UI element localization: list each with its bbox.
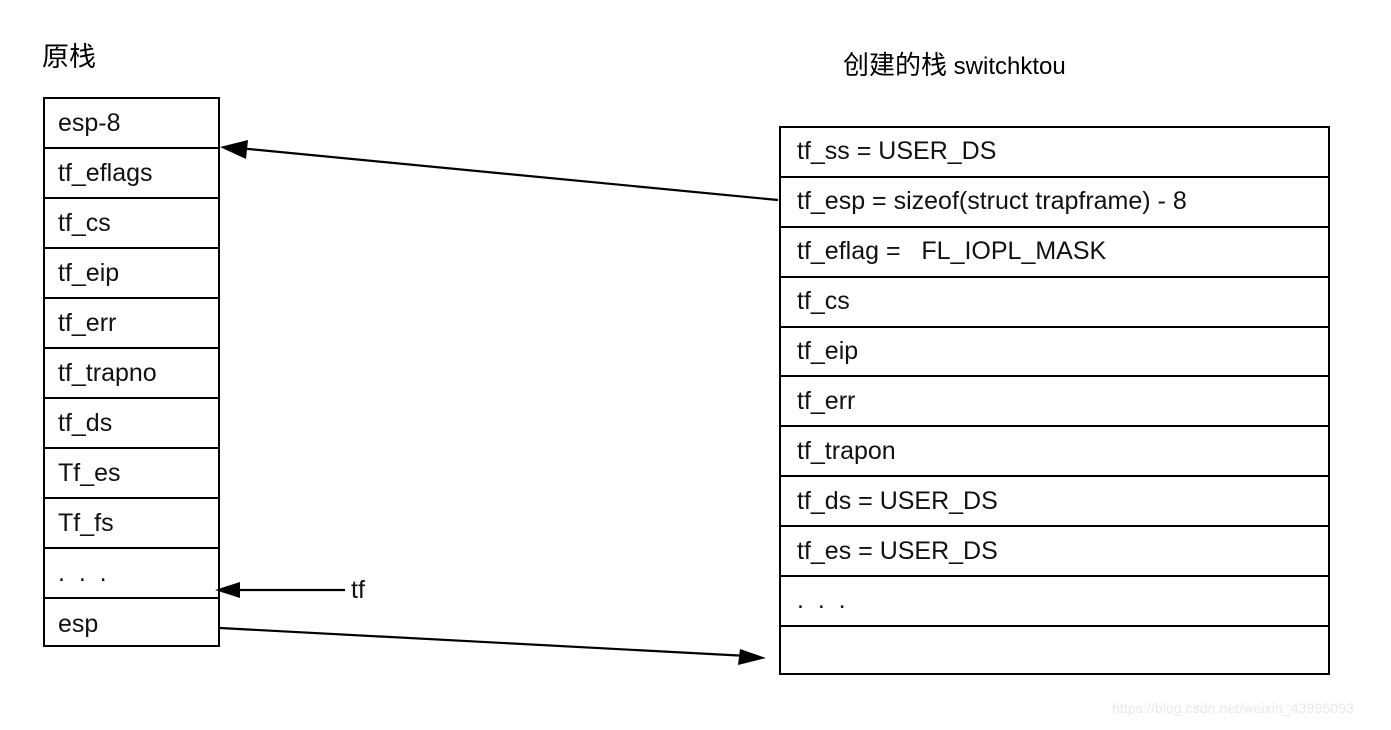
stack-row: tf_cs — [781, 278, 1328, 328]
arrow-esp-to-right-bottom — [219, 626, 766, 665]
stack-row: Tf_es — [45, 449, 218, 499]
stack-cell-label: tf_eip — [58, 258, 120, 287]
stack-cell-label: esp-8 — [58, 108, 121, 137]
stack-row: tf_es = USER_DS — [781, 527, 1328, 578]
stack-row: Tf_fs — [45, 499, 218, 549]
stack-row: tf_err — [781, 377, 1328, 428]
stack-cell-label: tf_trapno — [58, 358, 157, 387]
stack-cell-label: esp — [58, 609, 99, 638]
stack-row: tf_eip — [45, 249, 218, 299]
stack-cell-label: tf_trapon — [797, 436, 896, 465]
right-stack-title-latin: switchktou — [947, 53, 1066, 80]
stack-row: . . . — [781, 577, 1328, 627]
right-stack-table: tf_ss = USER_DS tf_esp = sizeof(struct t… — [779, 126, 1330, 675]
stack-cell-label: tf_cs — [797, 287, 850, 316]
stack-row: tf_eflags — [45, 149, 218, 199]
stack-row: . . . — [45, 549, 218, 599]
stack-cell-label: tf_err — [797, 386, 856, 415]
left-stack-table: esp-8 tf_eflags tf_cs tf_eip tf_err tf_t… — [43, 97, 220, 647]
stack-cell-label: . . . — [58, 558, 107, 587]
stack-cell-label: tf_eflag = FL_IOPL_MASK — [797, 237, 1107, 266]
right-stack-title-cjk: 创建的栈 — [843, 50, 948, 80]
stack-cell-label: Tf_es — [58, 458, 121, 487]
stack-row — [781, 627, 1328, 677]
stack-row: tf_err — [45, 299, 218, 349]
stack-cell-label: . . . — [797, 586, 846, 615]
stack-cell-label: tf_eflags — [58, 158, 153, 187]
stack-cell-label: tf_cs — [58, 208, 111, 237]
stack-row: tf_trapon — [781, 427, 1328, 478]
stack-cell-label: tf_ss = USER_DS — [797, 137, 997, 166]
right-stack-title: 创建的栈 switchktou — [843, 52, 1066, 79]
stack-cell-label: tf_es = USER_DS — [797, 536, 998, 565]
stack-row: tf_cs — [45, 199, 218, 249]
stack-row: tf_trapno — [45, 349, 218, 399]
stack-row: esp — [45, 599, 218, 649]
left-stack-title: 原栈 — [42, 42, 96, 72]
stack-row: tf_esp = sizeof(struct trapframe) - 8 — [781, 178, 1328, 228]
stack-cell-label: tf_esp = sizeof(struct trapframe) - 8 — [797, 187, 1187, 216]
stack-row: tf_eflag = FL_IOPL_MASK — [781, 228, 1328, 278]
stack-row: tf_ds = USER_DS — [781, 477, 1328, 528]
tf-pointer-label: tf — [351, 576, 365, 604]
stack-row: tf_eip — [781, 328, 1328, 378]
stack-cell-label: tf_eip — [797, 337, 859, 365]
stack-row: tf_ds — [45, 399, 218, 449]
stack-cell-label: tf_ds — [58, 408, 113, 437]
stack-row: tf_ss = USER_DS — [781, 128, 1328, 178]
stack-cell-label: Tf_fs — [58, 508, 114, 537]
watermark: https://blog.csdn.net/weixin_43995093 — [1112, 700, 1354, 716]
arrow-tf-pointer — [215, 582, 345, 598]
stack-cell-label: tf_ds = USER_DS — [797, 486, 998, 515]
stack-row: esp-8 — [45, 99, 218, 149]
stack-cell-label: tf_err — [58, 308, 117, 337]
arrow-esp-to-top — [220, 140, 779, 202]
